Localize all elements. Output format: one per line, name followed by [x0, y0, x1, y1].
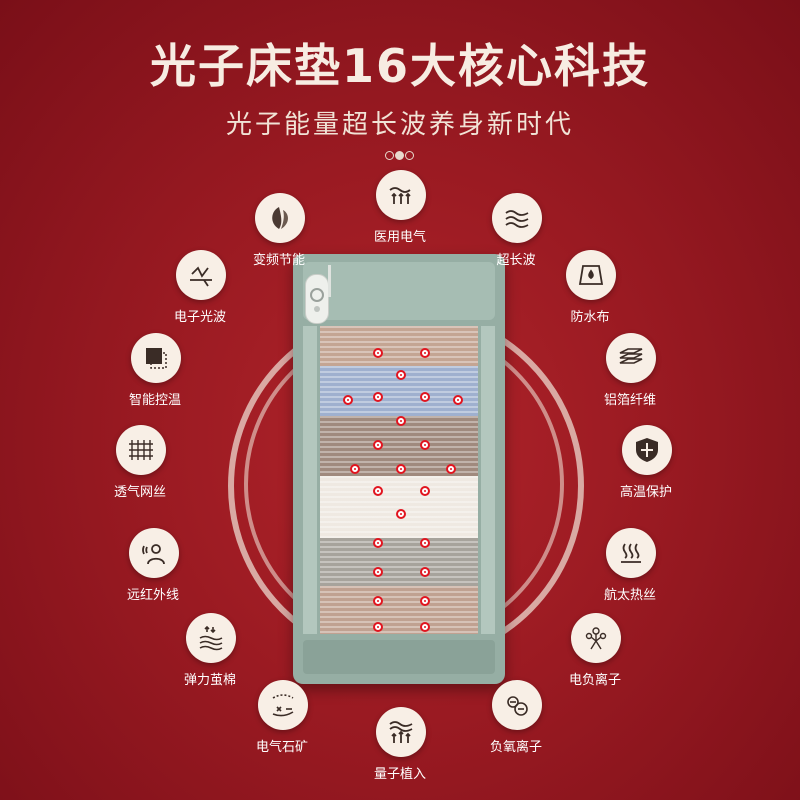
acupoint-marker	[373, 440, 383, 450]
feature-label: 弹力茧棉	[183, 673, 236, 688]
acupoint-marker	[350, 464, 360, 474]
feature-label: 智能控温	[128, 393, 181, 408]
acupoint-marker	[396, 416, 406, 426]
waterproof-icon	[566, 250, 616, 300]
feature-label: 量子植入	[373, 767, 426, 782]
mattress-foot	[303, 640, 495, 674]
feature-label: 远红外线	[126, 588, 179, 603]
mattress-head	[303, 262, 495, 320]
wave-icon	[492, 193, 542, 243]
negative-oxygen-icon	[492, 680, 542, 730]
temperature-control-icon	[131, 333, 181, 383]
acupoint-marker	[420, 486, 430, 496]
acupoint-marker	[373, 538, 383, 548]
controller-icon	[305, 265, 331, 324]
acupoint-marker	[453, 395, 463, 405]
feature-label: 电气石矿	[255, 740, 308, 755]
acupoint-marker	[420, 538, 430, 548]
feature-item: 电负离子	[545, 613, 645, 703]
acupoint-marker	[373, 567, 383, 577]
page-title: 光子床垫16大核心科技	[149, 39, 650, 93]
mattress-image	[293, 254, 505, 684]
ion-icon	[571, 613, 621, 663]
feature-label: 电子光波	[173, 310, 226, 325]
acupoint-marker	[420, 622, 430, 632]
feature-item: 远红外线	[103, 528, 203, 618]
feature-label: 航太热丝	[603, 588, 656, 603]
acupoint-marker	[446, 464, 456, 474]
feature-item: 防水布	[540, 250, 640, 340]
feature-label: 铝箔纤维	[603, 393, 656, 408]
feature-item: 电子光波	[150, 250, 250, 340]
tourmaline-icon	[258, 680, 308, 730]
feature-label: 电负离子	[568, 673, 621, 688]
mattress-panel	[320, 326, 478, 634]
acupoint-marker	[396, 509, 406, 519]
acupoint-marker	[373, 486, 383, 496]
feature-label: 医用电气	[373, 230, 426, 245]
carousel-dot-active[interactable]	[395, 151, 404, 160]
feature-item: 电气石矿	[232, 680, 332, 770]
feature-item: 透气网丝	[90, 425, 190, 515]
infrared-person-icon	[129, 528, 179, 578]
acupoint-marker	[373, 596, 383, 606]
quantum-icon	[376, 707, 426, 757]
feature-label: 高温保护	[619, 485, 672, 500]
leaf-icon	[255, 193, 305, 243]
feature-item: 医用电气	[350, 170, 450, 260]
feature-label: 负氧离子	[489, 740, 542, 755]
medical-electric-icon	[376, 170, 426, 220]
feature-label: 透气网丝	[113, 485, 166, 500]
feature-item: 航太热丝	[580, 528, 680, 618]
feature-item: 弹力茧棉	[160, 613, 260, 703]
mattress-side	[481, 326, 495, 634]
carousel-dots[interactable]	[385, 150, 415, 160]
feature-label: 超长波	[496, 253, 536, 268]
carousel-dot[interactable]	[405, 151, 414, 160]
mesh-icon	[116, 425, 166, 475]
foil-layers-icon	[606, 333, 656, 383]
feature-item: 变频节能	[229, 193, 329, 283]
feature-item: 高温保护	[596, 425, 696, 515]
acupoint-marker	[373, 392, 383, 402]
shield-icon	[622, 425, 672, 475]
feature-item: 铝箔纤维	[580, 333, 680, 423]
acupoint-marker	[420, 348, 430, 358]
feature-item: 量子植入	[350, 707, 450, 797]
acupoint-marker	[396, 370, 406, 380]
heat-wire-icon	[606, 528, 656, 578]
acupoint-marker	[373, 348, 383, 358]
light-wave-icon	[176, 250, 226, 300]
acupoint-marker	[343, 395, 353, 405]
feature-label: 防水布	[570, 310, 610, 325]
feature-item: 智能控温	[105, 333, 205, 423]
feature-label: 变频节能	[252, 253, 305, 268]
feature-item: 超长波	[466, 193, 566, 283]
acupoint-marker	[420, 567, 430, 577]
acupoint-marker	[420, 440, 430, 450]
page-subtitle: 光子能量超长波养身新时代	[225, 110, 574, 140]
mattress-side	[303, 326, 317, 634]
acupoint-marker	[373, 622, 383, 632]
acupoint-marker	[420, 596, 430, 606]
acupoint-marker	[420, 392, 430, 402]
carousel-dot[interactable]	[385, 151, 394, 160]
cotton-icon	[186, 613, 236, 663]
feature-item: 负氧离子	[466, 680, 566, 770]
acupoint-marker	[396, 464, 406, 474]
